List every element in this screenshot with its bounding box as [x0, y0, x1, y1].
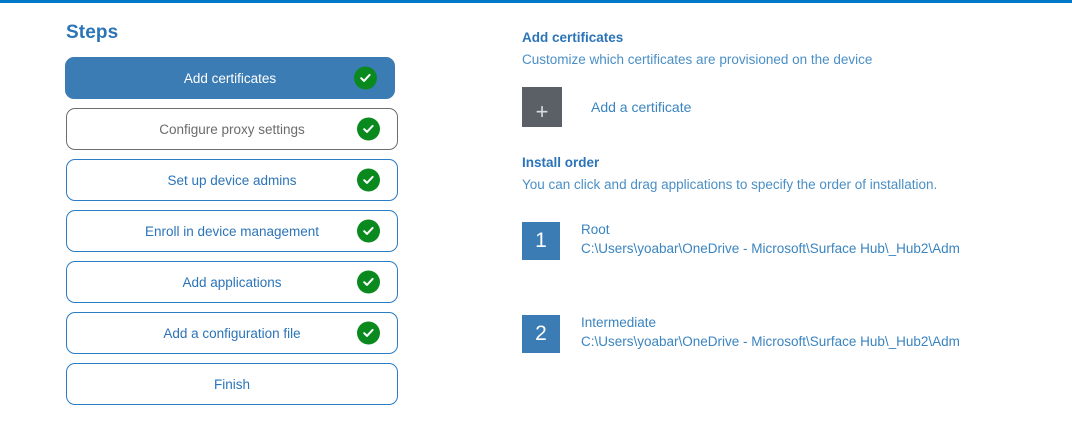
add-certificate-row: + Add a certificate	[522, 87, 1042, 127]
step-item-configure-proxy-settings[interactable]: Configure proxy settings	[66, 108, 398, 150]
check-circle-icon	[357, 117, 380, 141]
list-item[interactable]: 2 Intermediate C:\Users\yoabar\OneDrive …	[522, 315, 1042, 353]
order-item-text: Intermediate C:\Users\yoabar\OneDrive - …	[581, 313, 960, 351]
step-label: Finish	[213, 376, 250, 392]
order-item-name: Root	[581, 222, 610, 237]
step-label: Add a configuration file	[163, 325, 301, 341]
step-item-set-up-device-admins[interactable]: Set up device admins	[66, 159, 398, 201]
step-item-enroll-in-device-management[interactable]: Enroll in device management	[66, 210, 398, 252]
install-order-list: 1 Root C:\Users\yoabar\OneDrive - Micros…	[522, 222, 1042, 353]
check-circle-icon	[354, 66, 377, 90]
add-certificate-link[interactable]: Add a certificate	[591, 99, 692, 115]
certificates-description: Customize which certificates are provisi…	[522, 52, 873, 67]
install-order-section: Install order You can click and drag app…	[522, 154, 1042, 353]
list-item[interactable]: 1 Root C:\Users\yoabar\OneDrive - Micros…	[522, 222, 1042, 260]
detail-pane: Add certificates Customize which certifi…	[522, 29, 1042, 408]
order-item-path: C:\Users\yoabar\OneDrive - Microsoft\Sur…	[581, 241, 960, 256]
plus-glyph: +	[535, 99, 549, 124]
step-item-add-applications[interactable]: Add applications	[66, 261, 398, 303]
steps-title: Steps	[66, 22, 119, 43]
steps-pane: Steps Add certificates Configure proxy s…	[65, 22, 398, 405]
install-order-heading: Install order	[522, 155, 600, 170]
certificates-section: Add certificates Customize which certifi…	[522, 29, 1042, 127]
step-item-add-certificates[interactable]: Add certificates	[65, 57, 395, 99]
step-list: Add certificates Configure proxy setting…	[65, 57, 398, 405]
order-item-name: Intermediate	[581, 315, 657, 330]
plus-icon[interactable]: +	[522, 87, 562, 127]
wizard-page: Steps Add certificates Configure proxy s…	[0, 3, 1072, 443]
top-accent-bar	[0, 0, 1072, 3]
step-item-finish[interactable]: Finish	[66, 363, 398, 405]
step-label: Add applications	[182, 274, 282, 290]
order-number-badge: 1	[522, 222, 560, 260]
check-circle-icon	[357, 321, 380, 345]
check-circle-icon	[357, 168, 380, 192]
check-circle-icon	[357, 219, 380, 243]
step-label: Set up device admins	[167, 172, 297, 188]
check-circle-icon	[357, 270, 380, 294]
step-label: Enroll in device management	[144, 223, 320, 239]
certificates-heading: Add certificates	[522, 30, 624, 45]
step-label: Configure proxy settings	[159, 121, 305, 137]
order-item-path: C:\Users\yoabar\OneDrive - Microsoft\Sur…	[581, 334, 960, 349]
order-number-badge: 2	[522, 315, 560, 353]
order-item-text: Root C:\Users\yoabar\OneDrive - Microsof…	[581, 220, 960, 258]
step-label: Add certificates	[183, 70, 277, 86]
step-item-add-a-configuration-file[interactable]: Add a configuration file	[66, 312, 398, 354]
install-order-description: You can click and drag applications to s…	[522, 177, 938, 192]
